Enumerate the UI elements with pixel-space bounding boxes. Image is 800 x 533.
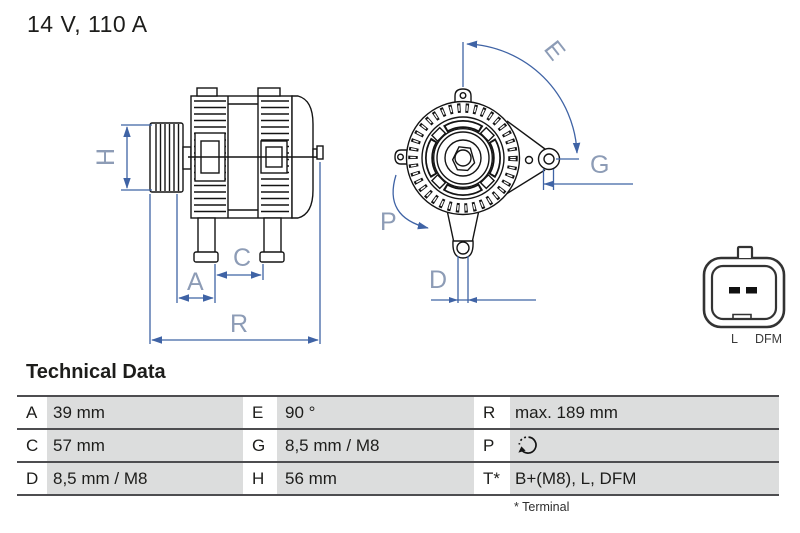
table-value-cell: 56 mm	[277, 463, 474, 494]
technical-data-table: A 39 mm E 90 ° R max. 189 mm C 57 mm G 8…	[17, 395, 779, 496]
table-row: A 39 mm E 90 ° R max. 189 mm	[17, 397, 779, 430]
dim-label-R: R	[230, 310, 248, 338]
table-value-cell: 8,5 mm / M8	[277, 430, 474, 461]
table-key-cell: D	[17, 463, 47, 494]
alternator-front-view	[394, 88, 561, 259]
table-key-cell: T*	[474, 463, 510, 494]
dim-label-E: E	[538, 35, 570, 65]
dim-label-P: P	[380, 208, 397, 236]
technical-data-heading: Technical Data	[26, 361, 166, 383]
connector-pin-label-l: L	[731, 332, 738, 346]
table-key-cell: H	[243, 463, 277, 494]
table-key-cell: C	[17, 430, 47, 461]
table-value-cell: 57 mm	[47, 430, 243, 461]
table-key-cell: P	[474, 430, 510, 461]
table-value-cell: max. 189 mm	[510, 397, 779, 428]
connector-pin-label-dfm: DFM	[755, 332, 782, 346]
table-value-cell	[510, 430, 779, 461]
page-title: 14 V, 110 A	[27, 11, 148, 37]
table-row: C 57 mm G 8,5 mm / M8 P	[17, 430, 779, 463]
dim-label-H: H	[92, 148, 120, 166]
table-value-cell: B+(M8), L, DFM	[510, 463, 779, 494]
terminal-footnote: * Terminal	[514, 500, 570, 514]
front-view-dimensions: E G P D	[380, 35, 633, 303]
plug-connector: L DFM	[702, 245, 786, 346]
table-value-cell: 8,5 mm / M8	[47, 463, 243, 494]
dim-label-G: G	[590, 151, 609, 179]
dim-label-D: D	[429, 266, 447, 294]
connector-pin	[729, 287, 740, 294]
connector-pin	[746, 287, 757, 294]
dim-label-C: C	[233, 244, 251, 272]
table-value-cell: 90 °	[277, 397, 474, 428]
dim-label-A: A	[187, 268, 204, 296]
table-row: D 8,5 mm / M8 H 56 mm T* B+(M8), L, DFM	[17, 463, 779, 496]
table-key-cell: R	[474, 397, 510, 428]
side-view-dimensions: H A C R	[92, 124, 321, 344]
alternator-side-view	[149, 87, 324, 263]
rotation-direction-icon	[518, 436, 537, 454]
table-key-cell: A	[17, 397, 47, 428]
table-value-cell: 39 mm	[47, 397, 243, 428]
table-key-cell: G	[243, 430, 277, 461]
table-key-cell: E	[243, 397, 277, 428]
technical-drawing: H A C R	[92, 35, 786, 346]
